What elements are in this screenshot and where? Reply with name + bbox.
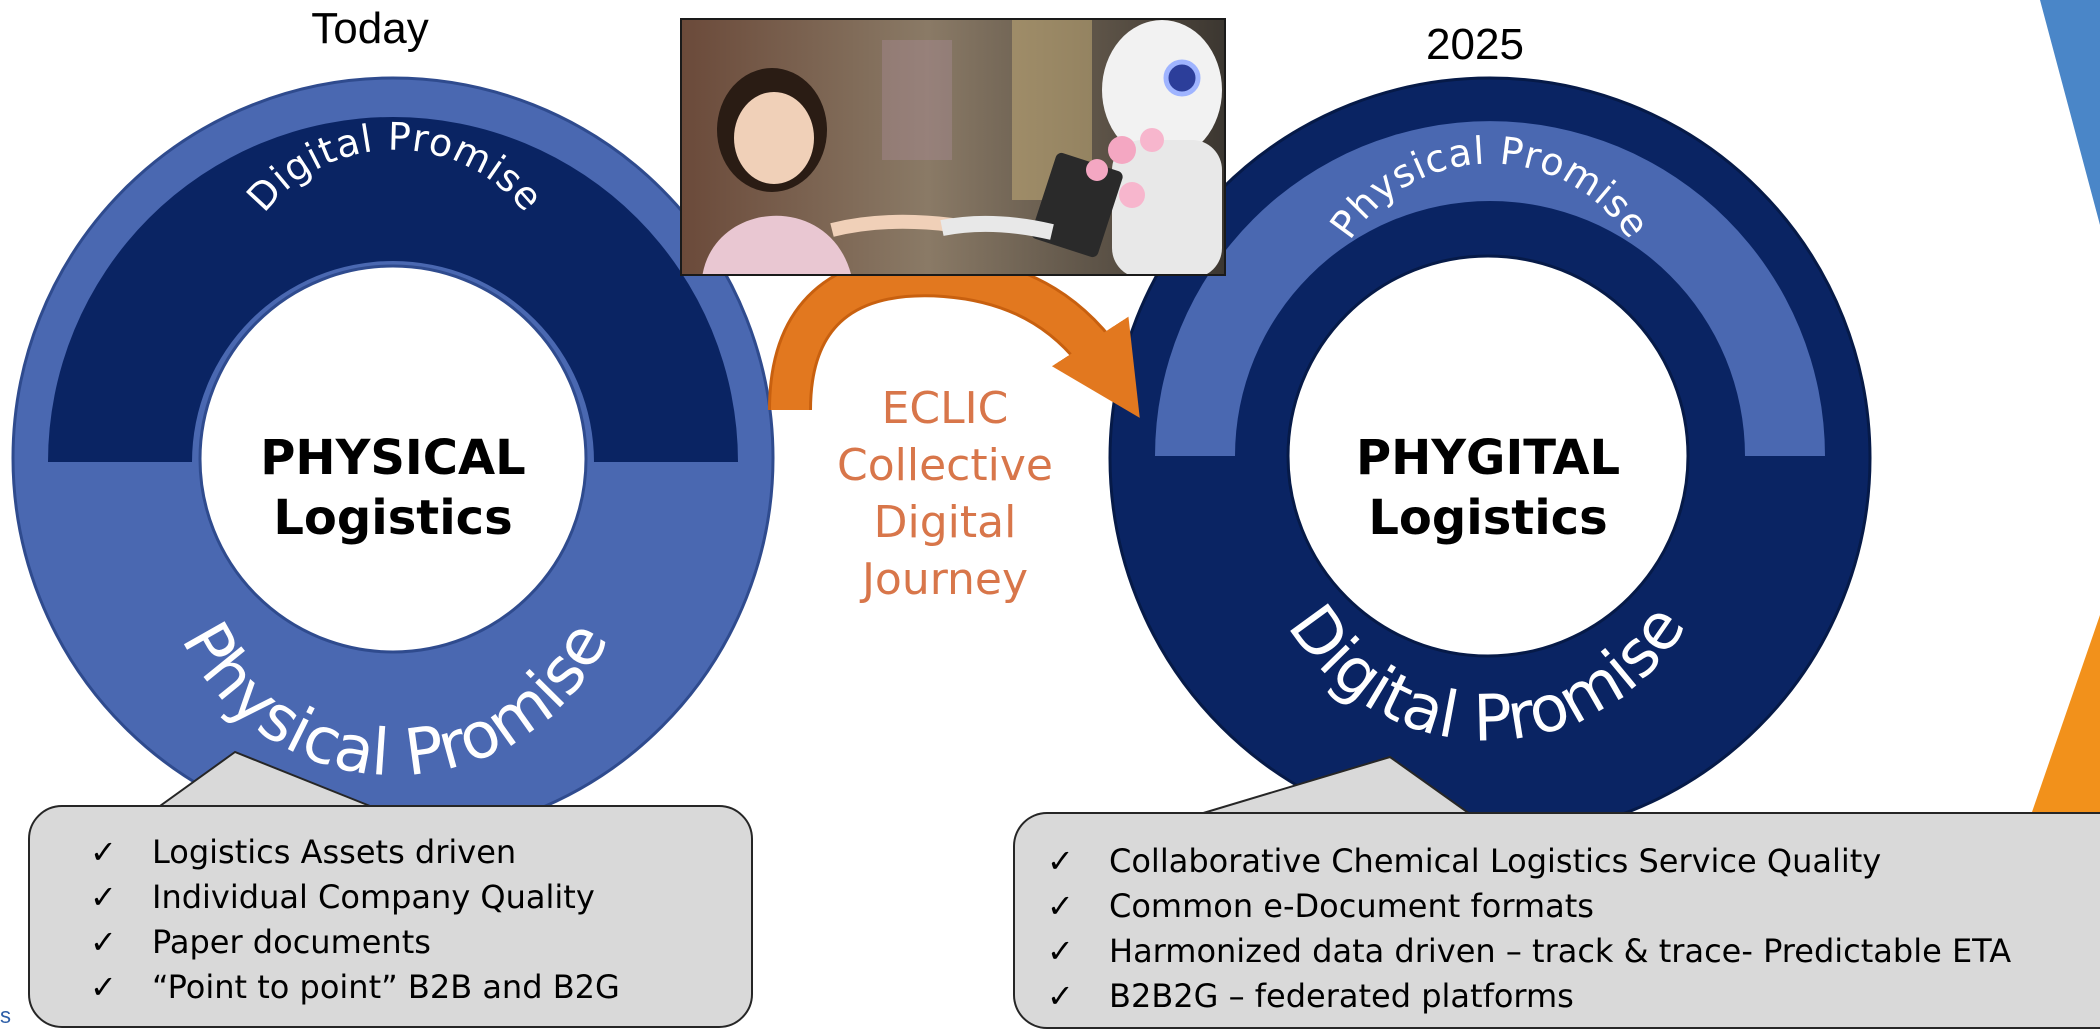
journey-line-2: Collective [837, 440, 1053, 491]
list-item: ✓ Collaborative Chemical Logistics Servic… [1047, 838, 2100, 883]
right-callout: ✓ Collaborative Chemical Logistics Servic… [1013, 812, 2100, 1029]
right-center-hole [1286, 254, 1690, 658]
list-item-text: Logistics Assets driven [152, 832, 517, 871]
check-icon: ✓ [1047, 886, 1074, 925]
journey-line-1: ECLIC [881, 383, 1009, 434]
corner-blue-decoration [2040, 0, 2100, 225]
list-item-text: Individual Company Quality [152, 877, 595, 916]
journey-text: ECLIC Collective Digital Journey [800, 380, 1090, 608]
list-item-text: Harmonized data driven – track & trace- … [1109, 931, 2012, 970]
right-center-line1: PHYGITAL [1355, 430, 1621, 486]
list-item-text: Common e-Document formats [1109, 886, 1594, 925]
journey-line-4: Journey [861, 554, 1029, 605]
left-year-label: Today [311, 4, 429, 53]
check-icon: ✓ [90, 967, 117, 1006]
right-item-list: ✓ Collaborative Chemical Logistics Servic… [1047, 838, 2100, 1018]
list-item-text: Collaborative Chemical Logistics Service… [1109, 841, 1882, 880]
list-item: ✓ Common e-Document formats [1047, 883, 2100, 928]
right-center-line2: Logistics [1368, 490, 1608, 546]
left-ring: Digital Promise Physical Promise [11, 76, 775, 840]
left-center-line2: Logistics [273, 490, 513, 546]
list-item-text: B2B2G – federated platforms [1109, 976, 1574, 1015]
list-item: ✓ B2B2G – federated platforms [1047, 973, 2100, 1018]
list-item: ✓ Paper documents [90, 919, 751, 964]
left-callout: ✓ Logistics Assets driven ✓ Individual Com… [28, 805, 753, 1028]
check-icon: ✓ [1047, 931, 1074, 970]
list-item-text: “Point to point” B2B and B2G [152, 967, 620, 1006]
corner-orange-decoration [2032, 615, 2100, 812]
left-top-band [48, 117, 738, 462]
edge-fragment-text: s [0, 1003, 11, 1028]
check-icon: ✓ [90, 877, 117, 916]
right-year-label: 2025 [1426, 20, 1524, 69]
left-center-line1: PHYSICAL [260, 430, 526, 486]
check-icon: ✓ [90, 922, 117, 961]
left-center-title: PHYSICAL Logistics [243, 428, 543, 548]
left-item-list: ✓ Logistics Assets driven ✓ Individual Com… [90, 829, 751, 1009]
right-center-title: PHYGITAL Logistics [1338, 428, 1638, 548]
right-ring: Physical Promise Digital Promise [1108, 76, 1872, 840]
right-top-band [1155, 121, 1825, 456]
list-item: ✓ “Point to point” B2B and B2G [90, 964, 751, 1009]
check-icon: ✓ [1047, 976, 1074, 1015]
list-item-text: Paper documents [152, 922, 431, 961]
check-icon: ✓ [1047, 841, 1074, 880]
journey-line-3: Digital [873, 497, 1017, 548]
left-center-hole [198, 264, 588, 654]
list-item: ✓ Harmonized data driven – track & trace-… [1047, 928, 2100, 973]
check-icon: ✓ [90, 832, 117, 871]
list-item: ✓ Logistics Assets driven [90, 829, 751, 874]
child-robot-photo [680, 18, 1226, 276]
list-item: ✓ Individual Company Quality [90, 874, 751, 919]
